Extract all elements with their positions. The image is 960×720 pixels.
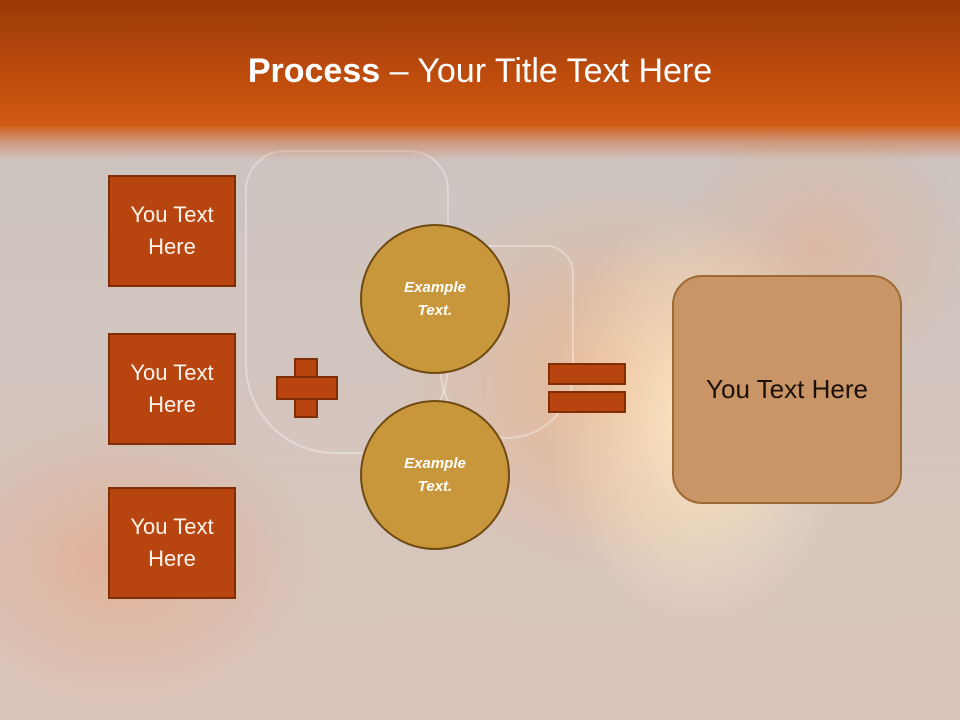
equals-top-bar [548,363,626,385]
text-box-3-line2: Here [148,546,196,571]
text-box-1-line1: You Text [130,202,214,227]
title-bold: Process [247,52,381,90]
circle-2-line2: Text. [417,478,453,495]
circle-2-line1: Example [404,455,466,472]
text-box-1-line2: Here [148,234,196,259]
header-bar [0,0,960,160]
result-box: You Text Here [672,275,902,504]
slide-title: Process – Your Title Text Here [0,52,960,91]
equals-bottom-bar [548,391,626,413]
result-label: You Text Here [706,374,868,404]
text-box-2-line1: You Text [130,360,214,385]
circle-1-line2: Text. [417,302,453,319]
circle-1-line1: Example [404,279,466,296]
plus-center [296,378,316,398]
text-box-2-line2: Here [148,392,196,417]
title-rest: – Your Title Text Here [380,52,713,90]
text-box-3-line1: You Text [130,514,214,539]
